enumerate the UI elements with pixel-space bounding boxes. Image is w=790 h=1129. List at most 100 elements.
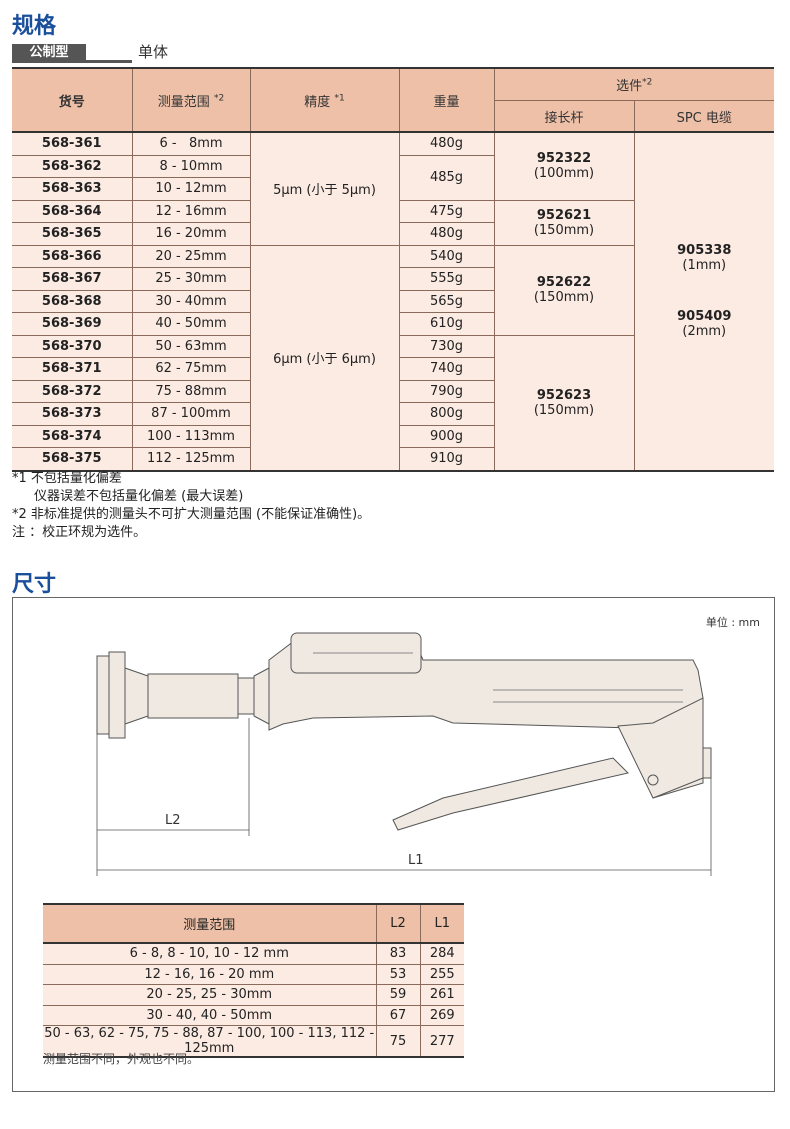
rod-part-number: 952622	[536, 275, 592, 290]
l1-label: L1	[408, 853, 424, 868]
weight-cell: 610g	[398, 312, 494, 336]
footnotes: *1 不包括量化偏差 仪器误差不包括量化偏差 (最大误差) *2 非标准提供的测…	[12, 470, 370, 542]
weight-cell: 480g	[398, 131, 495, 156]
accuracy-cell: 6μm (小于 6μm)	[249, 244, 400, 471]
rod-part-number: 952322	[536, 151, 592, 167]
product-code: 568-369	[12, 312, 133, 336]
cable-part-number: 905338	[677, 243, 732, 258]
header-rod: 接长杆	[494, 100, 635, 133]
section-title-dimensions: 尺寸	[12, 572, 57, 597]
table-row: 50 - 63, 62 - 75, 75 - 88, 87 - 100, 100…	[43, 1025, 464, 1058]
cable-part-number: 905409	[677, 309, 732, 324]
weight-cell: 555g	[398, 267, 494, 291]
subtitle: 单体	[138, 43, 169, 61]
dimensions-box: 单位 : mm L2 L1 测量范围 L2 L1 6 - 8, 8 - 10, …	[12, 597, 775, 1092]
header-accuracy: 精度 *1	[249, 68, 400, 133]
note-3: 注 ：校正环规为选件。	[12, 525, 147, 540]
spc-cable-cell: 905338(1mm)905409(2mm)	[633, 131, 774, 471]
weight-cell: 480g	[398, 222, 494, 246]
dim-header-l2: L2	[375, 904, 421, 944]
rod-length: (150mm)	[533, 290, 595, 305]
product-code: 568-367	[12, 267, 133, 291]
note-2: *2 非标准提供的测量头不可扩大测量范围 (不能保证准确性)。	[12, 507, 371, 522]
dim-range: 30 - 40, 40 - 50mm	[43, 1004, 377, 1026]
measuring-range: 12 - 16mm	[131, 199, 251, 223]
measuring-range: 16 - 20mm	[131, 222, 251, 246]
extension-rod-cell: 952621(150mm)	[493, 199, 634, 246]
product-code: 568-362	[12, 154, 133, 178]
metric-tag: 公制型	[12, 44, 86, 61]
dim-l1: 261	[419, 984, 464, 1006]
product-code: 568-363	[12, 177, 133, 201]
bore-gauge-drawing: L2 L1	[96, 632, 712, 876]
weight-cell: 740g	[398, 357, 494, 381]
measuring-range: 6 - 8mm	[131, 131, 251, 156]
dim-range: 50 - 63, 62 - 75, 75 - 88, 87 - 100, 100…	[43, 1025, 377, 1058]
dim-l1: 255	[419, 963, 464, 985]
product-code: 568-361	[12, 131, 133, 156]
weight-cell: 485g	[398, 154, 494, 201]
dim-range: 12 - 16, 16 - 20 mm	[43, 963, 377, 985]
note-1b: 仪器误差不包括量化偏差 (最大误差)	[34, 489, 244, 504]
weight-cell: 730g	[398, 334, 495, 358]
dim-l1: 269	[419, 1004, 464, 1026]
header-range: 测量范围 *2	[131, 68, 251, 133]
measuring-range: 10 - 12mm	[131, 177, 250, 201]
product-code: 568-370	[12, 334, 133, 358]
measuring-range: 75 - 88mm	[131, 379, 251, 403]
weight-cell: 475g	[398, 199, 495, 223]
product-code: 568-372	[12, 379, 133, 403]
product-code: 568-366	[12, 244, 133, 268]
tag-underline	[12, 44, 132, 63]
dim-l2: 67	[375, 1004, 421, 1026]
measuring-range: 62 - 75mm	[131, 357, 251, 381]
cable-length: (2mm)	[682, 324, 727, 339]
dim-header-l1: L1	[419, 904, 464, 944]
header-cable: SPC 电缆	[633, 100, 774, 133]
header-weight: 重量	[398, 68, 495, 133]
dim-l2: 83	[375, 942, 421, 965]
product-code: 568-371	[12, 357, 133, 381]
product-code: 568-373	[12, 402, 133, 426]
accuracy-cell: 5μm (小于 5μm)	[249, 131, 400, 246]
product-code: 568-375	[12, 447, 133, 471]
rod-length: (100mm)	[533, 166, 595, 182]
product-code: 568-365	[12, 222, 133, 246]
measuring-range: 100 - 113mm	[131, 424, 251, 448]
rod-length: (150mm)	[533, 222, 595, 238]
weight-cell: 565g	[398, 289, 494, 313]
extension-rod-cell: 952622(150mm)	[493, 244, 634, 336]
rod-part-number: 952621	[536, 207, 592, 223]
unit-label: 单位 : mm	[705, 616, 760, 629]
dim-l2: 59	[375, 984, 421, 1006]
measuring-range: 50 - 63mm	[131, 334, 251, 358]
header-code: 货号	[12, 68, 133, 133]
dimensions-note: 测量范围不同，外观也不同。	[43, 1052, 200, 1066]
product-code: 568-374	[12, 424, 133, 448]
weight-cell: 910g	[398, 447, 494, 471]
measuring-range: 112 - 125mm	[131, 447, 251, 471]
measuring-range: 8 - 10mm	[131, 154, 251, 178]
dim-range: 6 - 8, 8 - 10, 10 - 12 mm	[43, 942, 377, 965]
product-code: 568-368	[12, 289, 133, 313]
l2-label: L2	[165, 813, 181, 828]
dim-range: 20 - 25, 25 - 30mm	[43, 984, 377, 1006]
section-title-specs: 规格	[12, 14, 57, 39]
weight-cell: 790g	[398, 379, 494, 403]
dim-l2: 53	[375, 963, 421, 985]
